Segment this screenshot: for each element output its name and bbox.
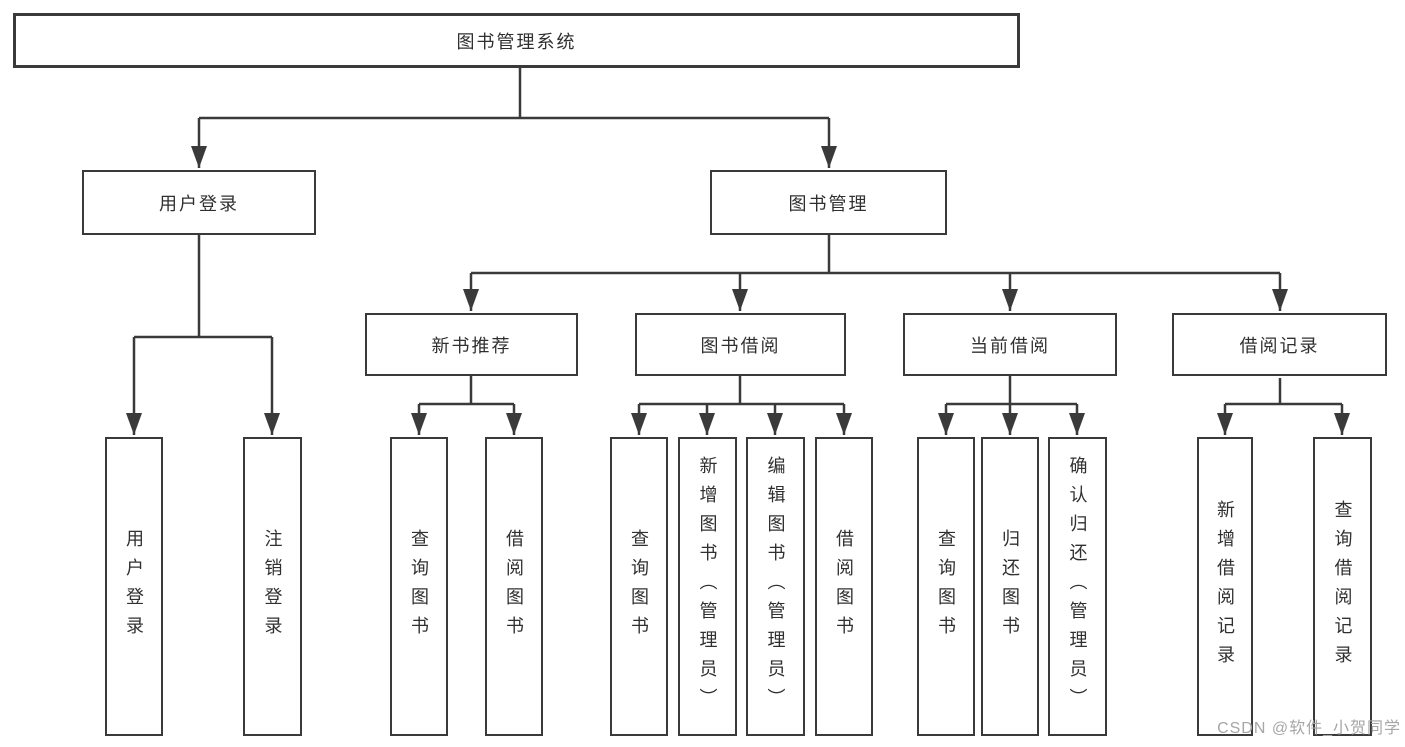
node-book-management-label: 图书管理 [788,193,869,214]
node-borrow-records-label: 借阅记录 [1239,335,1320,356]
leaf-query-books-borrow: 查询图书 [610,437,668,736]
leaf-label: 归还图书 [1000,528,1020,645]
node-new-book-recommend: 新书推荐 [365,313,578,376]
node-root: 图书管理系统 [13,13,1020,68]
node-book-borrow: 图书借阅 [635,313,846,376]
leaf-label: 新增图书（管理员） [697,456,718,717]
connector-new-book-recommend-children [411,376,522,435]
leaf-logout: 注销登录 [243,437,302,736]
node-current-borrow: 当前借阅 [903,313,1117,376]
csdn-watermark: CSDN @软件_小贺同学 [1217,720,1401,737]
node-current-borrow-label: 当前借阅 [970,335,1050,356]
connector-book-management-children [463,235,1288,311]
connector-current-borrow-children [938,376,1085,435]
node-user-login: 用户登录 [82,170,316,235]
leaf-label: 编辑图书（管理员） [765,456,786,717]
leaf-confirm-return-admin: 确认归还（管理员） [1048,437,1107,736]
node-user-login-label: 用户登录 [159,193,239,214]
leaf-label: 查询借阅记录 [1332,499,1353,674]
leaf-edit-book-admin: 编辑图书（管理员） [746,437,805,736]
leaf-add-book-admin: 新增图书（管理员） [678,437,737,736]
leaf-label: 查询图书 [409,528,429,645]
leaf-label: 新增借阅记录 [1215,499,1235,674]
node-new-book-recommend-label: 新书推荐 [431,335,512,356]
leaf-user-login: 用户登录 [105,437,163,736]
leaf-label: 借阅图书 [834,528,854,645]
node-root-label: 图书管理系统 [456,31,577,52]
leaf-borrow-books: 借阅图书 [815,437,873,736]
node-borrow-records: 借阅记录 [1172,313,1387,376]
connector-user-login-children [126,235,280,435]
leaf-label: 借阅图书 [504,528,524,645]
leaf-label: 查询图书 [629,528,649,645]
node-book-borrow-label: 图书借阅 [700,335,781,356]
leaf-label: 用户登录 [124,528,144,645]
leaf-label: 查询图书 [936,528,956,645]
connector-borrow-records-children [1217,378,1350,435]
node-book-management: 图书管理 [710,170,947,235]
leaf-query-books-recommend: 查询图书 [390,437,448,736]
connector-book-borrow-children [631,376,852,435]
leaf-return-book: 归还图书 [981,437,1039,736]
leaf-add-borrow-record: 新增借阅记录 [1197,437,1253,736]
leaf-label: 确认归还（管理员） [1067,456,1088,717]
connector-root-to-level2 [191,68,837,168]
leaf-label: 注销登录 [262,528,283,645]
leaf-query-books-current: 查询图书 [917,437,975,736]
leaf-borrow-books-recommend: 借阅图书 [485,437,543,736]
leaf-query-borrow-record: 查询借阅记录 [1313,437,1372,736]
